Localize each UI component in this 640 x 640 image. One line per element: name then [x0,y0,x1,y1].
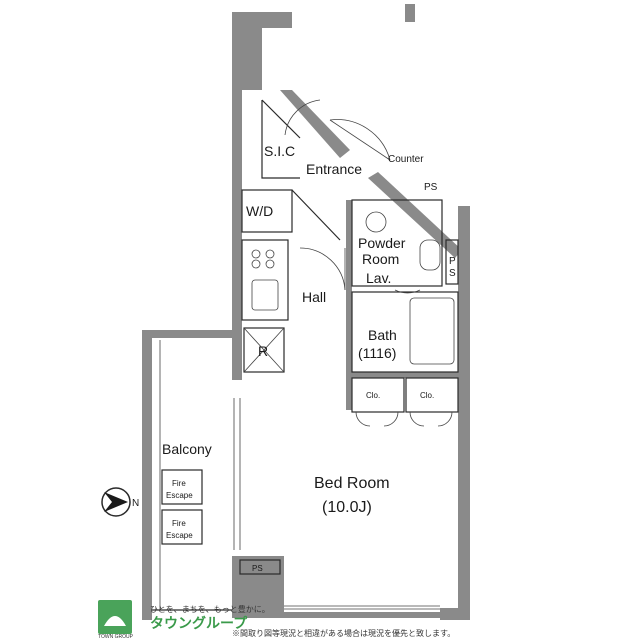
closet-label-2: Clo. [420,391,434,400]
bath-size-label: (1116) [358,345,396,361]
ps-bottom-label: PS [252,564,263,573]
interior-lines [152,99,459,611]
structural-walls [142,4,470,620]
fire-escape-1-line1: Fire [172,479,186,488]
footer-brand: タウングループ [150,615,248,631]
bedroom-size-label: (10.0J) [322,499,372,516]
north-arrow-icon: N [101,487,139,517]
lav-label: Lav. [366,270,391,286]
footer-notice: ※間取り図等現況と相違がある場合は現況を優先と致します。 [232,628,455,638]
refrigerator-label: R [258,343,268,359]
entrance-label: Entrance [306,161,362,177]
room-labels: S.I.C Entrance Counter PS W/D Powder Roo… [162,143,456,573]
ps-top-label: PS [424,182,438,193]
ps-side-label-2: S [449,268,456,279]
powder-room-label-1: Powder [358,235,406,251]
footer-tagline: ひとを、まちを、もっと豊かに。 [150,604,270,614]
footer-brand-sub: TOWN GROUP [98,634,134,640]
counter-label: Counter [388,154,424,165]
hall-label: Hall [302,289,326,305]
sic-label: S.I.C [264,143,295,159]
ps-side-label-1: P [449,256,456,267]
fire-escape-1-line2: Escape [166,491,193,500]
footer: ひとを、まちを、もっと豊かに。 タウングループ TOWN GROUP ※間取り図… [98,600,455,640]
compass-north-label: N [132,498,139,509]
fire-escape-2-line2: Escape [166,531,193,540]
closet-label-1: Clo. [366,391,380,400]
bath-label: Bath [368,327,397,343]
fire-escape-2-line1: Fire [172,519,186,528]
wd-label: W/D [246,203,273,219]
bedroom-label: Bed Room [314,475,390,492]
balcony-label: Balcony [162,441,212,457]
powder-room-label-2: Room [362,251,399,267]
